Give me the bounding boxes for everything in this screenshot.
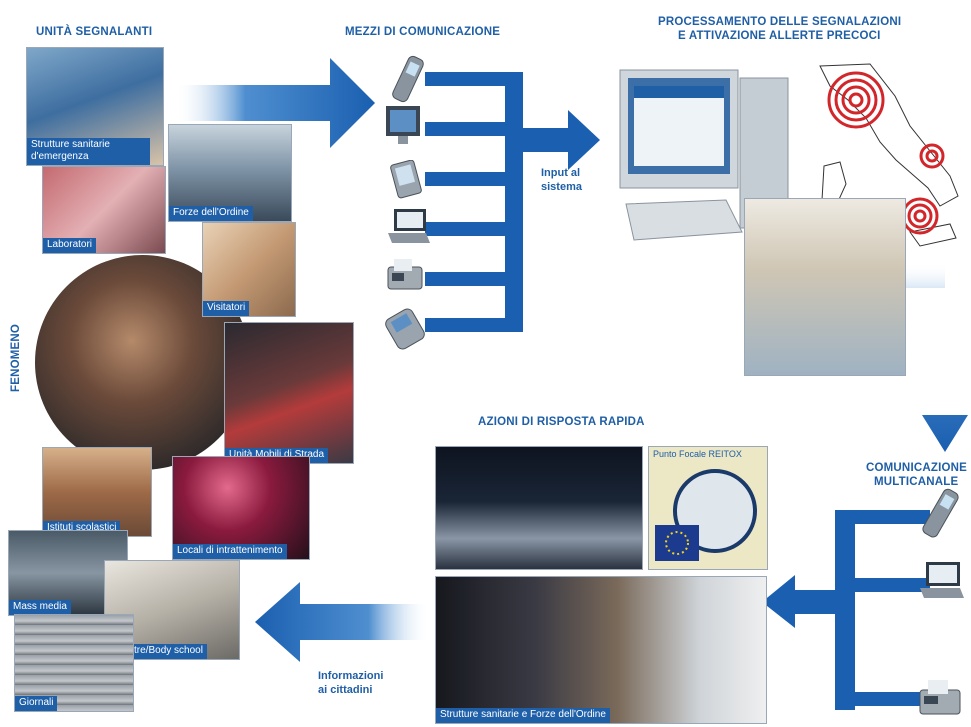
title-fenomeno: FENOMENO xyxy=(10,323,23,393)
photo-punto-focale: Punto Focale REITOX xyxy=(648,446,768,570)
monitor-icon xyxy=(384,104,426,148)
arrow-to-cittadini xyxy=(255,582,430,662)
input-label-line1: Input al xyxy=(541,167,581,179)
caption-punto-focale: Punto Focale REITOX xyxy=(653,449,742,459)
caption-strutture-forze: Strutture sanitarie e Forze dell'Ordine xyxy=(436,708,610,723)
photo-strutture-forze: Strutture sanitarie e Forze dell'Ordine xyxy=(435,576,767,724)
caption-laboratori: Laboratori xyxy=(43,238,97,253)
comunicazione-comb xyxy=(835,510,930,710)
title-unita-segnalanti: UNITÀ SEGNALANTI xyxy=(36,26,153,38)
arrow-to-mezzi xyxy=(175,58,375,148)
title-mezzi-comunicazione: MEZZI DI COMUNICAZIONE xyxy=(345,26,501,38)
caption-visitatori: Visitatori xyxy=(203,301,250,316)
photo-visitatori: Visitatori xyxy=(202,222,296,317)
info-label-line1: Informazioni xyxy=(318,670,384,682)
photo-istituti-scolastici: Istituti scolastici xyxy=(42,447,152,537)
mezzi-comb xyxy=(425,72,523,332)
alert-target-south xyxy=(901,197,939,235)
photo-laboratori: Laboratori xyxy=(42,166,166,254)
input-sistema-label: Input al sistema xyxy=(541,166,582,194)
fax-icon xyxy=(384,255,428,295)
mobile-phone-icon xyxy=(384,298,430,350)
arrow-to-processamento xyxy=(520,110,600,170)
arrow-to-azioni xyxy=(762,575,835,628)
photo-operatori-sanitari xyxy=(744,198,906,376)
caption-forze-ordine: Forze dell'Ordine xyxy=(169,206,253,221)
title-comunicazione-2: MULTICANALE xyxy=(874,476,959,488)
photo-forze-ordine: Forze dell'Ordine xyxy=(168,124,292,222)
informazioni-cittadini-label: Informazioni ai cittadini xyxy=(318,669,383,697)
title-comunicazione-1: COMUNICAZIONE xyxy=(866,462,967,474)
pda-icon xyxy=(390,159,424,200)
info-label-line2: ai cittadini xyxy=(318,684,373,696)
alert-target-centre xyxy=(919,143,945,169)
photo-giornali: Giornali xyxy=(14,614,134,712)
title-processamento-2: E ATTIVAZIONE ALLERTE PRECOCI xyxy=(678,30,881,42)
italy-map xyxy=(800,56,968,256)
mobile-phone-icon xyxy=(920,484,960,544)
laptop-icon xyxy=(386,207,430,247)
input-label-line2: sistema xyxy=(541,181,582,193)
photo-unita-mobili: Unità Mobili di Strada xyxy=(224,322,354,464)
photo-carabinieri xyxy=(435,446,643,570)
photo-strutture-sanitarie: Strutture sanitarie d'emergenza xyxy=(26,47,164,166)
mobile-phone-icon xyxy=(388,52,426,108)
caption-locali: Locali di intrattenimento xyxy=(173,544,287,559)
caption-giornali: Giornali xyxy=(15,696,58,711)
caption-mass-media: Mass media xyxy=(9,600,71,615)
alert-target-north xyxy=(827,71,885,129)
fax-icon xyxy=(916,676,966,720)
laptop-icon xyxy=(918,560,966,604)
photo-locali: Locali di intrattenimento xyxy=(172,456,310,560)
arrow-down-right xyxy=(905,262,968,452)
title-processamento-1: PROCESSAMENTO DELLE SEGNALAZIONI xyxy=(658,16,902,28)
title-azioni: AZIONI DI RISPOSTA RAPIDA xyxy=(478,416,645,428)
caption-strutture-sanitarie: Strutture sanitarie d'emergenza xyxy=(27,138,150,165)
